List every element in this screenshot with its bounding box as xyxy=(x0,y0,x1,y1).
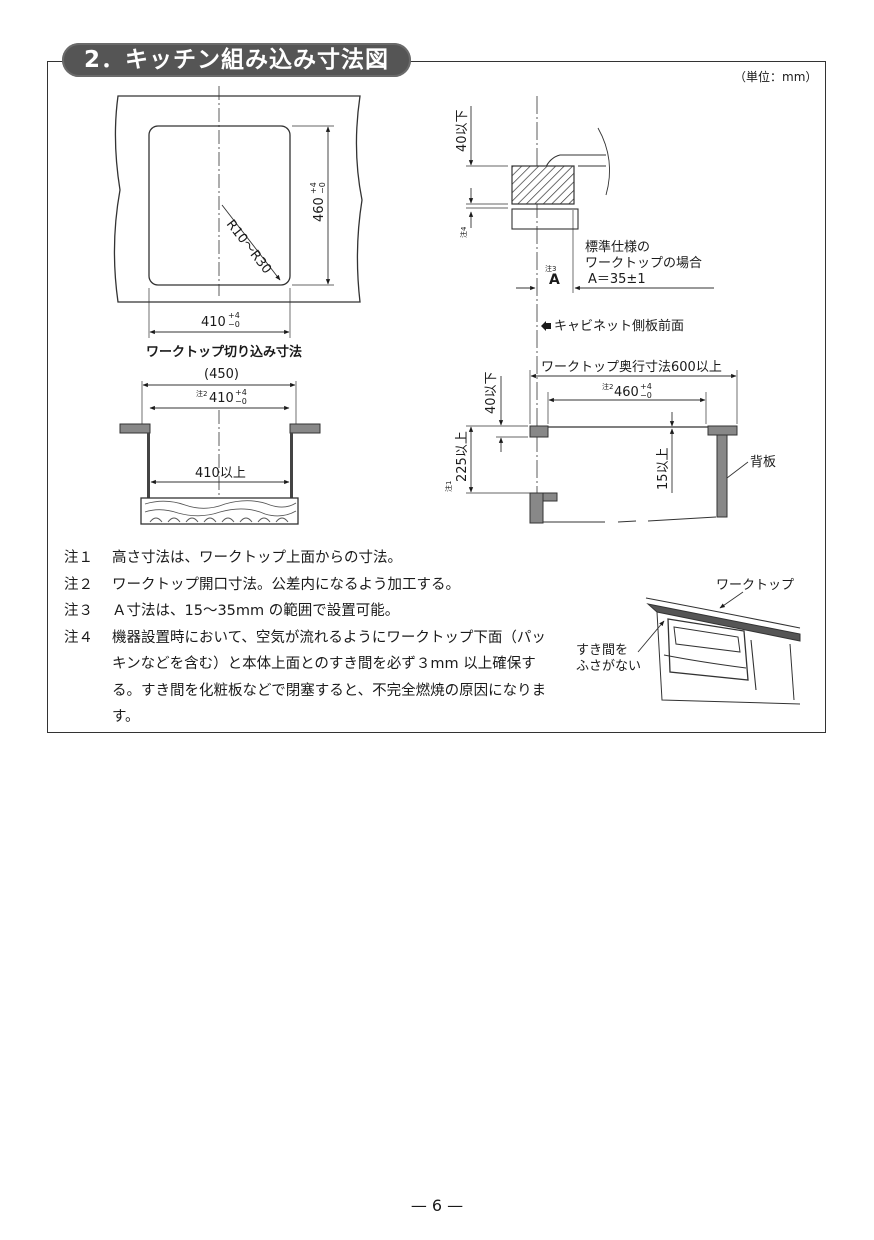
unit-note: （単位：mm） xyxy=(734,70,818,84)
clearance-40-label: 40以下 xyxy=(484,371,499,414)
outer-dimension: (450) xyxy=(204,367,239,382)
note-item: 注３ Ａ寸法は、15～35mm の範囲で設置可能。 xyxy=(64,603,400,619)
svg-text:すき間を: すき間を xyxy=(576,643,628,658)
notes-list: 注１ 高さ寸法は、ワークトップ上面からの寸法。 注２ ワークトップ開口寸法。公差… xyxy=(64,545,552,731)
svg-text:+4: +4 xyxy=(235,388,247,397)
note-item: 注１ 高さ寸法は、ワークトップ上面からの寸法。 xyxy=(64,550,402,566)
height-15-label: 15以上 xyxy=(656,447,671,490)
note-item: 注４ 機器設置時において、空気が流れるようにワークトップ下面（パッキンなどを含む… xyxy=(64,629,547,726)
svg-text:−0: −0 xyxy=(640,391,652,400)
depth-dimension: 460 xyxy=(312,197,327,222)
inset-worktop-label: ワークトップ xyxy=(716,578,794,593)
standard-a-value: A＝35±1 xyxy=(588,272,646,287)
cabinet-front-label: キャビネット側板前面 xyxy=(554,318,684,334)
svg-text:標準仕様の: 標準仕様の xyxy=(585,239,650,255)
svg-text:+4: +4 xyxy=(228,311,240,320)
a-dimension-label: A xyxy=(549,272,560,288)
inner-dimension: 410以上 xyxy=(195,466,246,481)
top-view-cutout: R10～R30 460 +4 −0 410 +4 −0 ワークトップ切り込み寸法 xyxy=(113,86,363,360)
page-number: — 6 — xyxy=(410,1196,464,1215)
svg-text:注1: 注1 xyxy=(444,481,453,492)
side-section-view: 40以下 注4 注3 A 標準仕様の ワークトップの場合 A＝35±1 キャビネ… xyxy=(444,96,776,524)
note-item: 注２ ワークトップ開口寸法。公差内になるよう加工する。 xyxy=(64,576,460,593)
svg-text:注4: 注4 xyxy=(459,226,468,238)
svg-text:ワークトップの場合: ワークトップの場合 xyxy=(585,256,702,271)
width-dimension: 410 xyxy=(201,315,226,330)
svg-text:注3: 注3 xyxy=(545,264,556,273)
svg-text:−0: −0 xyxy=(228,320,240,329)
inset-gap-label: ふさがない xyxy=(576,659,641,674)
kitchen-dimension-diagram: R10～R30 460 +4 −0 410 +4 −0 ワークトップ切り込み寸法… xyxy=(113,86,801,705)
svg-text:−0: −0 xyxy=(318,182,327,194)
svg-text:注2: 注2 xyxy=(602,382,613,391)
section-frame xyxy=(47,61,826,733)
svg-text:+4: +4 xyxy=(640,382,652,391)
svg-text:−0: −0 xyxy=(235,397,247,406)
front-section-view: (450) 注2 410 +4 −0 410以上 xyxy=(119,367,321,525)
back-panel-label: 背板 xyxy=(750,455,776,470)
section-title: 2．キッチン組み込み寸法図 xyxy=(62,43,412,77)
opening-depth-label: 460 xyxy=(614,385,639,400)
radius-label: R10～R30 xyxy=(223,217,274,277)
svg-text:+4: +4 xyxy=(309,182,318,194)
cutout-caption: ワークトップ切り込み寸法 xyxy=(146,344,302,360)
opening-dimension: 410 xyxy=(209,391,234,406)
height-225-label: 225以上 xyxy=(455,431,470,482)
worktop-depth-label: ワークトップ奥行寸法600以上 xyxy=(541,360,722,375)
top-clearance-label: 40以下 xyxy=(455,109,470,152)
svg-text:注2: 注2 xyxy=(196,389,207,398)
gap-inset-illustration: ワークトップ すき間を ふさがない xyxy=(576,578,801,705)
